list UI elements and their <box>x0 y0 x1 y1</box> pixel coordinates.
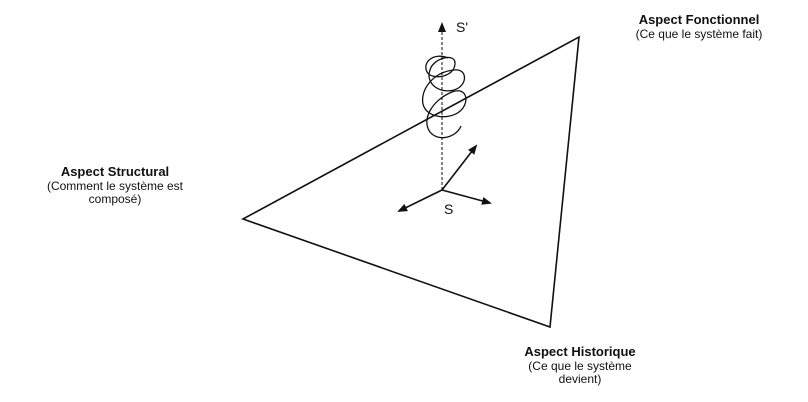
s-label: S <box>444 201 453 217</box>
aspect-triangle <box>241 35 580 329</box>
helix-spiral <box>421 55 467 139</box>
historical-aspect-subtitle-line2: devient) <box>558 371 602 386</box>
structural-aspect-label: Aspect Structural (Comment le système es… <box>2 164 228 206</box>
axis-arrow-up-right <box>441 144 478 191</box>
historical-aspect-title: Aspect Historique <box>524 344 636 359</box>
functional-aspect-subtitle: (Ce que le système fait) <box>635 26 763 41</box>
axis-arrow-right <box>441 189 492 205</box>
structural-aspect-subtitle-line2: composé) <box>88 191 142 206</box>
s-prime-label: S' <box>456 19 468 35</box>
functional-aspect-title: Aspect Fonctionnel <box>638 12 760 27</box>
axis-arrow-left <box>397 189 443 212</box>
historical-aspect-subtitle-line1: (Ce que le système <box>528 358 632 373</box>
functional-aspect-label: Aspect Fonctionnel (Ce que le système fa… <box>592 12 806 41</box>
structural-aspect-subtitle-line1: (Comment le système est <box>46 178 184 193</box>
historical-aspect-label: Aspect Historique (Ce que le système dev… <box>486 344 674 386</box>
structural-aspect-title: Aspect Structural <box>60 164 170 179</box>
